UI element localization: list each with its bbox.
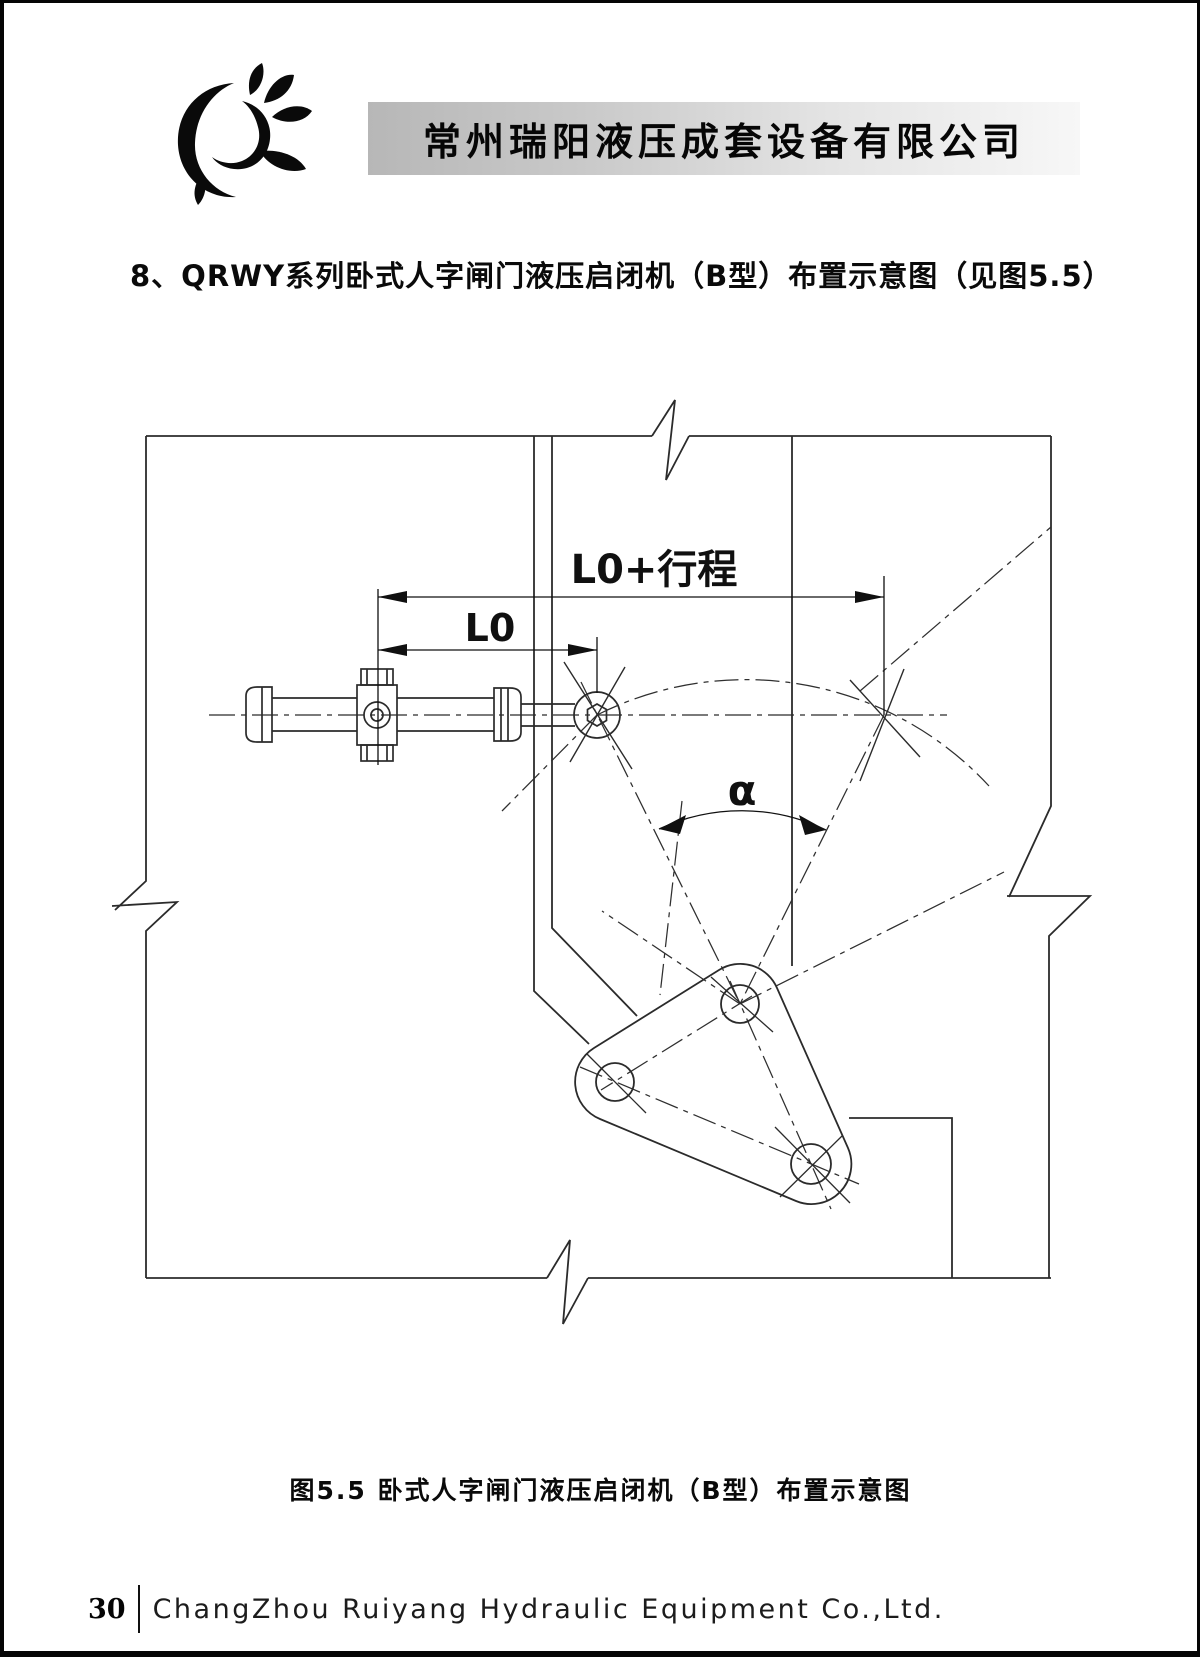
page-footer: 30 ChangZhou Ruiyang Hydraulic Equipment… xyxy=(88,1585,945,1633)
pin-swing-arc xyxy=(596,679,990,787)
dim-label-l0: L0 xyxy=(465,606,516,650)
company-name-cn: 常州瑞阳液压成套设备有限公司 xyxy=(422,120,1025,164)
construction-lines xyxy=(501,526,1052,1210)
alpha-arrow-left xyxy=(659,815,686,834)
plate-hole-left xyxy=(595,1062,635,1102)
dimensions: L0+行程 L0 α xyxy=(377,547,885,835)
gudgeon-plate xyxy=(574,963,853,1205)
gate-mitre-mark-extended xyxy=(849,668,921,782)
figure-caption: 图5.5 卧式人字闸门液压启闭机（B型）布置示意图 xyxy=(289,1476,912,1505)
layout-diagram: L0+行程 L0 α xyxy=(111,399,1093,1325)
leaf-line-shallow xyxy=(739,871,1005,1005)
lever-line-extended xyxy=(739,714,885,1005)
alpha-arrow-right xyxy=(799,815,826,835)
header-banner: 常州瑞阳液压成套设备有限公司 xyxy=(368,102,1080,175)
company-logo-swirl-icon xyxy=(177,63,312,205)
leaf-line-steep xyxy=(859,526,1052,692)
angle-label-alpha: α xyxy=(728,766,757,815)
section-heading: 8、QRWY系列卧式人字闸门液压启闭机（B型）布置示意图（见图5.5） xyxy=(130,259,1113,293)
lever-line-retracted xyxy=(580,681,741,1005)
page-number: 30 xyxy=(88,1593,126,1625)
plate-hole-top xyxy=(720,984,760,1024)
wall-outline xyxy=(111,399,1093,1325)
footer-divider xyxy=(137,1585,140,1633)
plate-hole-bottom-right xyxy=(790,1143,832,1185)
dim-label-total: L0+行程 xyxy=(571,547,738,593)
hydraulic-cylinder xyxy=(209,661,947,770)
company-name-en: ChangZhou Ruiyang Hydraulic Equipment Co… xyxy=(152,1593,945,1625)
